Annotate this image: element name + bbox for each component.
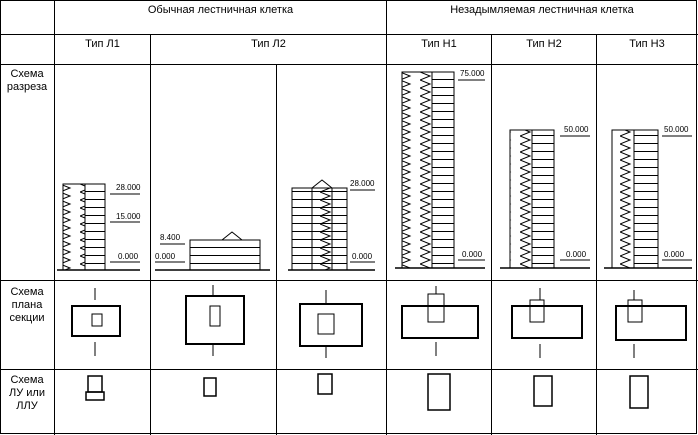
level-l2a-top: 8.400 (160, 233, 181, 242)
plan-l2-a (185, 285, 245, 356)
stair-n1 (427, 373, 451, 411)
stair-l1 (85, 375, 105, 401)
header-ordinary-stair: Обычная лестничная клетка (147, 4, 294, 16)
plan-n3 (615, 290, 687, 358)
type-l1-label: Тип Л1 (85, 38, 120, 50)
section-l2-mid-building (288, 179, 375, 271)
level-l2b-base: 0.000 (352, 252, 373, 261)
section-n3-tower (604, 129, 692, 269)
row-label-section: Схема разреза (6, 68, 48, 93)
plan-n1 (401, 286, 479, 356)
section-n2-tower (500, 129, 590, 269)
section-l1-building (57, 183, 140, 271)
type-n3-label: Тип Н3 (629, 38, 665, 50)
plan-n2 (511, 288, 583, 358)
header-smoke-free-stair: Незадымляемая лестничная клетка (450, 4, 634, 16)
level-l1-top: 28.000 (116, 183, 141, 192)
type-n1-label: Тип Н1 (421, 38, 457, 50)
stair-n3 (629, 375, 649, 409)
stair-l2-a (203, 377, 217, 397)
level-n2-top: 50.000 (564, 125, 589, 134)
level-n3-top: 50.000 (664, 125, 689, 134)
plan-l2-b (299, 290, 363, 358)
section-l2-low-building (155, 231, 270, 271)
stair-l2-b (317, 373, 333, 395)
level-l1-base: 0.000 (118, 252, 139, 261)
level-n2-base: 0.000 (566, 250, 587, 259)
row-label-stair: Схема ЛУ или ЛЛУ (9, 374, 45, 412)
level-l2b-top: 28.000 (350, 179, 375, 188)
row-label-plan: Схема плана секции (9, 286, 45, 324)
plan-l1 (71, 288, 121, 356)
type-n2-label: Тип Н2 (526, 38, 562, 50)
level-n3-base: 0.000 (664, 250, 685, 259)
level-l2a-base: 0.000 (155, 252, 176, 261)
type-l2-label: Тип Л2 (251, 38, 286, 50)
level-n1-base: 0.000 (462, 250, 483, 259)
stair-n2 (533, 375, 553, 407)
level-n1-top: 75.000 (460, 69, 485, 78)
level-l1-mid: 15.000 (116, 212, 141, 221)
section-n1-tower (395, 71, 485, 269)
